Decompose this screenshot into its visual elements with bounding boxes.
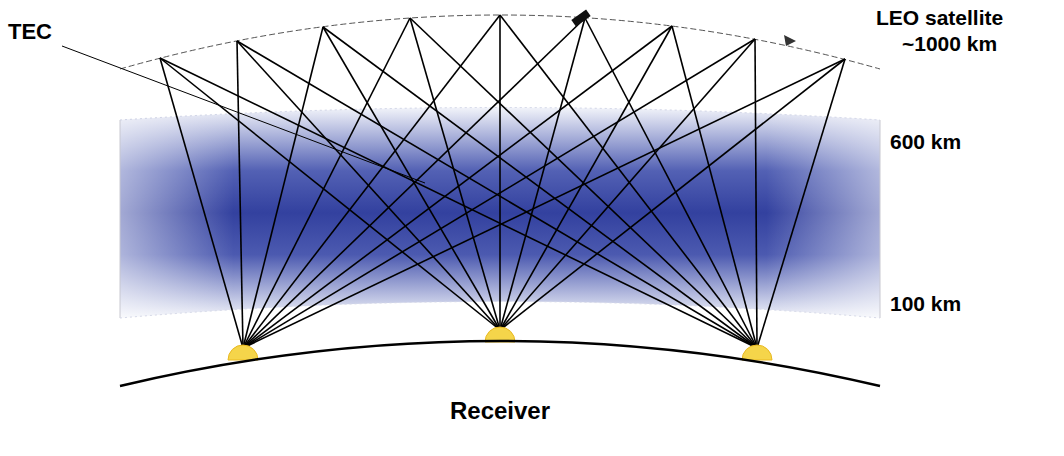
receiver-label: Receiver	[450, 398, 550, 424]
receiver-dome	[228, 345, 258, 360]
receiver-dome	[742, 345, 772, 360]
altitude-label: 100 km	[890, 292, 961, 315]
earth-surface	[120, 341, 880, 386]
band-edge	[120, 120, 121, 318]
band-edge	[880, 120, 881, 318]
orbit-arrowhead	[784, 35, 796, 46]
altitude-label: 600 km	[890, 130, 961, 153]
altitude-label: ~1000 km	[902, 32, 997, 55]
leader-line	[62, 46, 425, 183]
satellite-icon	[571, 10, 590, 27]
ray-paths	[160, 15, 845, 348]
satellite-label: LEO satellite	[876, 6, 1003, 29]
annotation-label: TEC	[8, 20, 52, 44]
